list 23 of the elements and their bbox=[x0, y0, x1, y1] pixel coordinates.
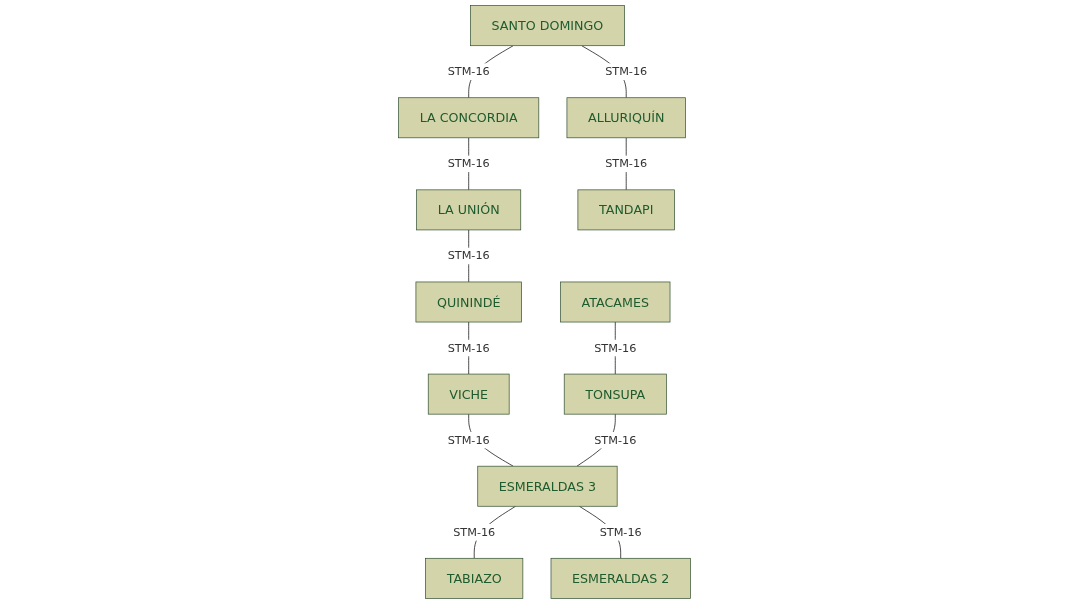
node-box: QUININDÉ bbox=[415, 281, 522, 323]
node-box: ALLURIQUÍN bbox=[566, 97, 686, 139]
edge-label: STM-16 bbox=[447, 156, 490, 171]
node-box: ESMERALDAS 3 bbox=[477, 465, 618, 507]
edge-label: STM-16 bbox=[447, 433, 490, 447]
node-box: LA CONCORDIA bbox=[398, 97, 540, 139]
node-box: SANTO DOMINGO bbox=[470, 5, 625, 47]
edge-label: STM-16 bbox=[447, 64, 490, 79]
node-box: VICHE bbox=[427, 373, 510, 415]
edge-label: STM-16 bbox=[605, 156, 648, 171]
edge-label: STM-16 bbox=[594, 341, 637, 355]
edge-label: STM-16 bbox=[594, 433, 637, 447]
edge-label: STM-16 bbox=[599, 525, 642, 539]
node-box: TABIAZO bbox=[425, 557, 524, 599]
node-box: ATACAMES bbox=[560, 281, 671, 323]
edge-label: STM-16 bbox=[605, 64, 648, 79]
node-box: ESMERALDAS 2 bbox=[550, 557, 691, 599]
node-box: TANDAPI bbox=[577, 189, 675, 231]
node-box: LA UNIÓN bbox=[416, 189, 522, 231]
node-box: TONSUPA bbox=[563, 373, 667, 415]
edge-label: STM-16 bbox=[447, 248, 490, 263]
edge-label: STM-16 bbox=[453, 525, 496, 539]
edge-label: STM-16 bbox=[447, 341, 490, 355]
